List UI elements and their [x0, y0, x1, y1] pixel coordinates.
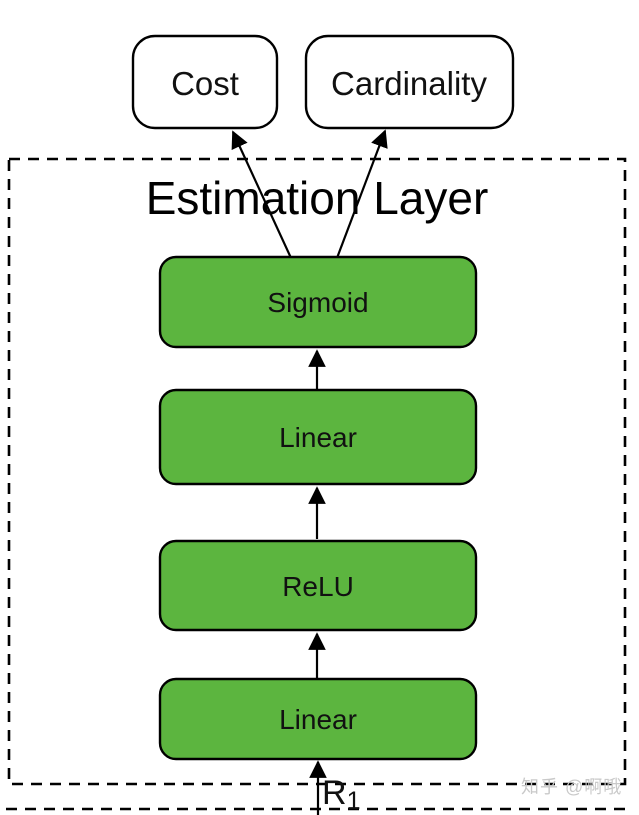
linear-upper-label: Linear — [279, 422, 357, 453]
estimation-layer-title: Estimation Layer — [146, 172, 489, 224]
input-label: R1 — [322, 774, 360, 815]
linear-lower-label: Linear — [279, 704, 357, 735]
linear-lower-box — [158, 677, 478, 761]
relu-box — [158, 539, 478, 632]
arrow-sigmoid-to-cost — [231, 130, 292, 259]
output-node-cardinality: Cardinality — [304, 34, 515, 130]
layer-node-linear-upper: Linear — [158, 388, 478, 486]
cost-box — [131, 34, 279, 130]
input-label-base: R — [322, 774, 347, 812]
arrow-sigmoid-to-cardinality — [335, 129, 388, 259]
layer-node-sigmoid: Sigmoid — [158, 255, 478, 349]
layer-node-linear-lower: Linear — [158, 677, 478, 761]
watermark: 知乎 @啊哦 — [521, 777, 622, 797]
output-node-cost: Cost — [131, 34, 279, 130]
sigmoid-box — [158, 255, 478, 349]
cardinality-box — [304, 34, 515, 130]
input-label-subscript: 1 — [347, 787, 361, 815]
linear-upper-box — [158, 388, 478, 486]
sigmoid-label: Sigmoid — [267, 287, 368, 318]
layer-node-relu: ReLU — [158, 539, 478, 632]
cardinality-label: Cardinality — [331, 65, 487, 102]
relu-label: ReLU — [282, 571, 354, 602]
cost-label: Cost — [171, 65, 239, 102]
